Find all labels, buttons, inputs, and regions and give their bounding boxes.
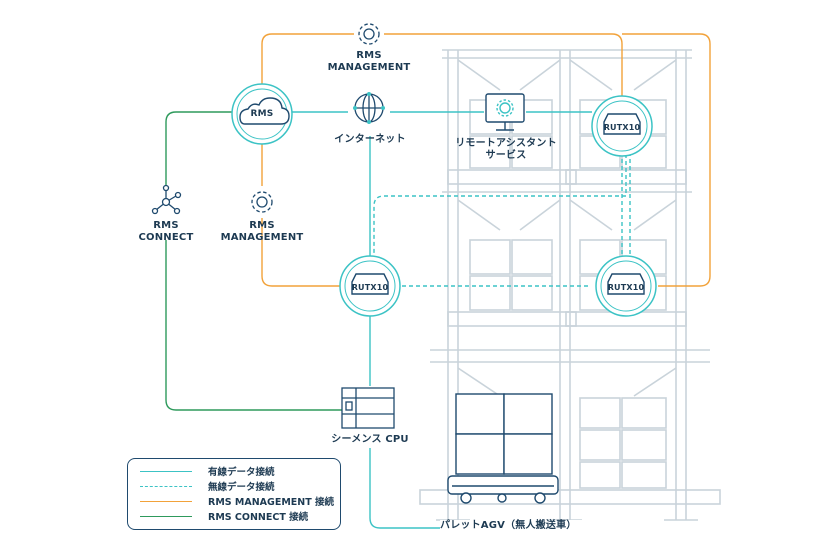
rms-connect-line2: CONNECT	[138, 232, 194, 243]
legend-swatch-rms-connect	[140, 516, 192, 517]
legend-label-rms-connect: RMS CONNECT 接続	[208, 512, 309, 523]
router-icon	[351, 273, 389, 295]
router-center-node	[339, 255, 401, 317]
remote-assist-line2: サービス	[485, 150, 527, 161]
router-mid-right-node	[595, 255, 657, 317]
wireless-connections	[373, 152, 631, 287]
remote-assist-line1: リモートアシスタント	[455, 138, 557, 149]
rms-management-left-line1: RMS	[249, 220, 275, 231]
plc-icon	[341, 387, 395, 429]
rms-management-left-line2: MANAGEMENT	[220, 232, 304, 243]
legend-item-wired: 有線データ接続	[138, 464, 338, 478]
router-top-right-node	[591, 95, 653, 157]
rms-cloud-node	[231, 83, 293, 145]
agv-label: パレットAGV（無人搬送車）	[440, 520, 610, 532]
legend-item-wireless: 無線データ接続	[138, 479, 338, 493]
legend-swatch-wireless	[140, 486, 192, 487]
router-mid-right-label: RUTX10	[607, 283, 645, 292]
legend-swatch-rms-management	[140, 501, 192, 502]
internet-label: インターネット	[334, 134, 406, 145]
globe-icon	[353, 92, 385, 124]
plc-label: シーメンス CPU	[331, 434, 409, 445]
router-icon	[603, 113, 641, 135]
cloud-icon	[239, 97, 290, 125]
rms-management-top-line1: RMS	[356, 50, 382, 61]
router-icon	[607, 273, 645, 295]
agv-icon	[447, 393, 559, 504]
remote-assist-label: リモートアシスタント サービス	[446, 138, 566, 162]
legend-item-rms-connect: RMS CONNECT 接続	[138, 509, 338, 523]
rms-management-connections	[261, 33, 711, 287]
legend-label-wired: 有線データ接続	[208, 467, 275, 478]
wired-connections	[290, 111, 592, 529]
gear-icon	[251, 191, 273, 213]
network-icon	[151, 184, 182, 215]
legend: 有線データ接続 無線データ接続 RMS MANAGEMENT 接続 RMS CO…	[127, 458, 341, 530]
rms-cloud-label: RMS	[250, 109, 274, 119]
legend-item-rms-management: RMS MANAGEMENT 接続	[138, 494, 338, 508]
rms-connect-label: RMS CONNECT	[120, 220, 212, 244]
rms-management-left-label: RMS MANAGEMENT	[210, 220, 314, 244]
legend-swatch-wired	[140, 471, 192, 472]
rms-management-top-label: RMS MANAGEMENT	[318, 50, 420, 74]
router-top-right-label: RUTX10	[603, 123, 641, 132]
rms-connect-connection	[165, 111, 342, 411]
router-center-label: RUTX10	[351, 283, 389, 292]
rms-connect-line1: RMS	[153, 220, 179, 231]
legend-label-rms-management: RMS MANAGEMENT 接続	[208, 497, 334, 508]
rms-management-top-line2: MANAGEMENT	[327, 62, 411, 73]
legend-label-wireless: 無線データ接続	[208, 482, 275, 493]
monitor-gear-icon	[485, 93, 525, 131]
gear-icon	[358, 23, 380, 45]
